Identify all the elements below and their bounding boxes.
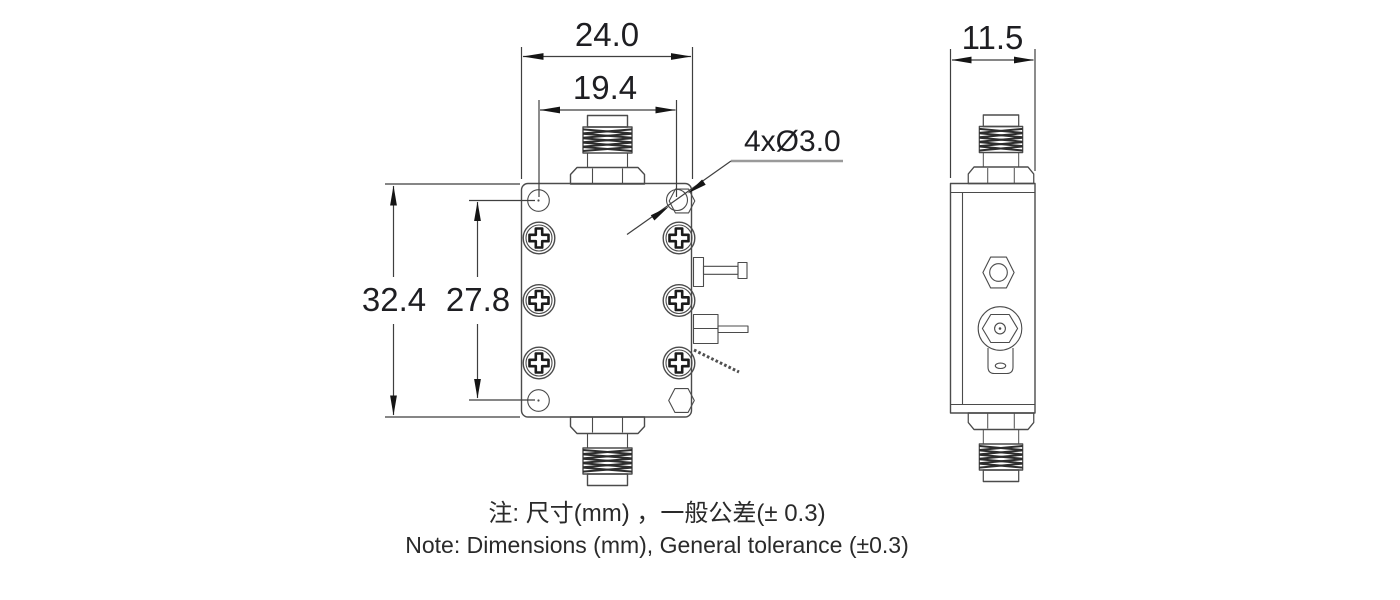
arrowhead xyxy=(671,53,692,60)
hex-nut xyxy=(982,256,1015,289)
arrowhead xyxy=(474,379,481,399)
arrowhead xyxy=(655,106,676,114)
mounting-hole-bottom-right xyxy=(668,388,695,413)
hole-callout: 4xØ3.0 xyxy=(626,125,843,235)
phillips-screw xyxy=(521,220,557,256)
dc-feedthrough-pin xyxy=(692,256,748,288)
side-view xyxy=(949,114,1036,483)
dim-overall-height: 32.4 xyxy=(362,281,426,318)
dim-hole-spacing-horizontal: 19.4 xyxy=(573,69,637,106)
phillips-screw xyxy=(521,345,557,381)
arrowhead xyxy=(540,106,560,114)
phillips-screw xyxy=(661,220,697,256)
arrowhead xyxy=(474,201,481,221)
dimension-overall-height: 32.4 xyxy=(362,183,520,418)
arrowhead xyxy=(1014,56,1034,64)
side-pin-connector xyxy=(692,313,749,345)
extension-line xyxy=(520,47,694,179)
leader-line xyxy=(626,160,732,235)
dim-overall-width: 24.0 xyxy=(575,16,639,53)
phillips-screw xyxy=(521,283,557,318)
dimension-depth: 11.5 xyxy=(949,19,1036,178)
extension-line xyxy=(538,100,678,197)
sma-connector-bottom xyxy=(569,416,646,487)
arrowhead xyxy=(951,56,972,64)
dimension-hole-spacing-horizontal: 19.4 xyxy=(538,69,678,197)
arrowhead xyxy=(390,395,397,416)
ground-tab xyxy=(987,348,1014,375)
extension-line xyxy=(385,183,520,418)
dim-hole-spacing-vertical: 27.8 xyxy=(446,281,510,318)
note-line-en: Note: Dimensions (mm), General tolerance… xyxy=(405,532,908,558)
drawing-notes: 注: 尺寸(mm) ，一般公差(± 0.3) Note: Dimensions … xyxy=(405,500,908,558)
extension-line xyxy=(469,199,535,401)
sma-connector-bottom xyxy=(967,412,1035,483)
sma-connector-top xyxy=(569,114,646,185)
extension-line xyxy=(949,49,1036,178)
wire-pigtail xyxy=(693,348,740,374)
sma-connector-top xyxy=(967,114,1035,185)
hole-callout-label: 4xØ3.0 xyxy=(744,125,841,158)
push-on-connector xyxy=(977,306,1023,351)
arrowhead xyxy=(522,53,544,60)
lid-seam-lines xyxy=(950,191,1035,406)
dimension-hole-spacing-vertical: 27.8 xyxy=(446,199,535,401)
dimension-overall-width: 24.0 xyxy=(520,16,694,179)
side-body xyxy=(949,182,1036,414)
phillips-screw xyxy=(661,345,697,381)
dim-depth: 11.5 xyxy=(962,19,1024,56)
arrowhead xyxy=(390,185,397,206)
front-view xyxy=(520,114,749,487)
phillips-screw xyxy=(661,283,697,318)
arrowhead xyxy=(687,179,706,194)
mounting-hole-top-right xyxy=(665,188,696,214)
note-line-zh: 注: 尺寸(mm) ，一般公差(± 0.3) xyxy=(488,500,825,527)
arrowhead xyxy=(650,206,669,221)
